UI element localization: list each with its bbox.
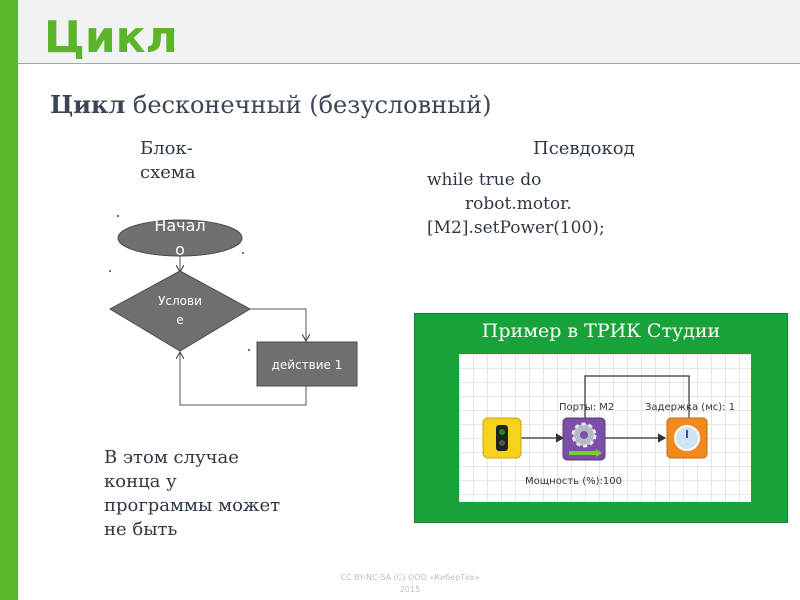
timer-icon[interactable] (666, 417, 708, 459)
code-line-1: while true do (427, 170, 542, 190)
trik-example-title: Пример в ТРИК Студии (481, 320, 721, 342)
condition-diamond (108, 270, 252, 352)
start-label-line1: Начал (154, 216, 205, 235)
condition-label-line2: е (176, 313, 183, 327)
left-accent-bar (0, 0, 18, 600)
flowchart-diagram: Начал о Услови е действие 1 (108, 215, 358, 406)
traffic-light-icon[interactable] (482, 417, 522, 459)
power-label: Мощность (%):100 (525, 476, 622, 487)
note-line-3: программы может (104, 495, 281, 516)
delay-label: Задержка (мс): 1 (645, 402, 735, 413)
note-text: В этом случае конца у программы может не… (104, 446, 280, 542)
flowchart-heading: Блок- схема (140, 137, 196, 185)
trik-program-diagram: Порты: M2 Задержка (мс): 1 Мощность (%):… (482, 375, 735, 487)
arrow-loop-back (180, 353, 307, 406)
note-line-1: В этом случае (104, 447, 239, 468)
flowchart-heading-line2: схема (140, 162, 196, 183)
footer-line-1: CC BY-NC-SA (C) ООО «КиберТех» (340, 573, 480, 582)
footer-line-2: 2015 (399, 585, 421, 594)
action-box (256, 341, 358, 387)
note-line-2: конца у (104, 471, 177, 492)
title-divider (18, 63, 800, 64)
slide-subtitle: Цикл бесконечный (безусловный) (50, 90, 492, 119)
trik-canvas: Порты: M2 Задержка (мс): 1 Мощность (%):… (459, 354, 751, 502)
subtitle-rest: бесконечный (безусловный) (125, 91, 492, 119)
slide-title: Цикл (44, 12, 178, 63)
action-label: действие 1 (272, 358, 343, 372)
pseudocode-heading: Псевдокод (533, 138, 635, 159)
flow-dots (109, 215, 250, 351)
start-terminal (117, 219, 243, 257)
start-label-line2: о (175, 240, 185, 259)
gear-motor-icon[interactable] (562, 417, 606, 461)
condition-label-line1: Услови (158, 294, 202, 308)
title-band (18, 0, 800, 64)
trik-example-panel: Пример в ТРИК Студии (414, 313, 788, 523)
pseudocode-block: while true do robot.motor. [M2].setPower… (427, 168, 605, 240)
code-line-2: robot.motor. (465, 194, 572, 214)
subtitle-bold: Цикл (50, 90, 126, 119)
flowchart-heading-line1: Блок- (140, 138, 193, 159)
footer-license: CC BY-NC-SA (C) ООО «КиберТех» 2015 (310, 572, 510, 596)
code-line-3: [M2].setPower(100); (427, 218, 605, 238)
note-line-4: не быть (104, 519, 178, 540)
loop-back-edge (584, 375, 690, 420)
ports-label: Порты: M2 (559, 402, 614, 413)
arrow-condition-to-action (250, 308, 306, 340)
